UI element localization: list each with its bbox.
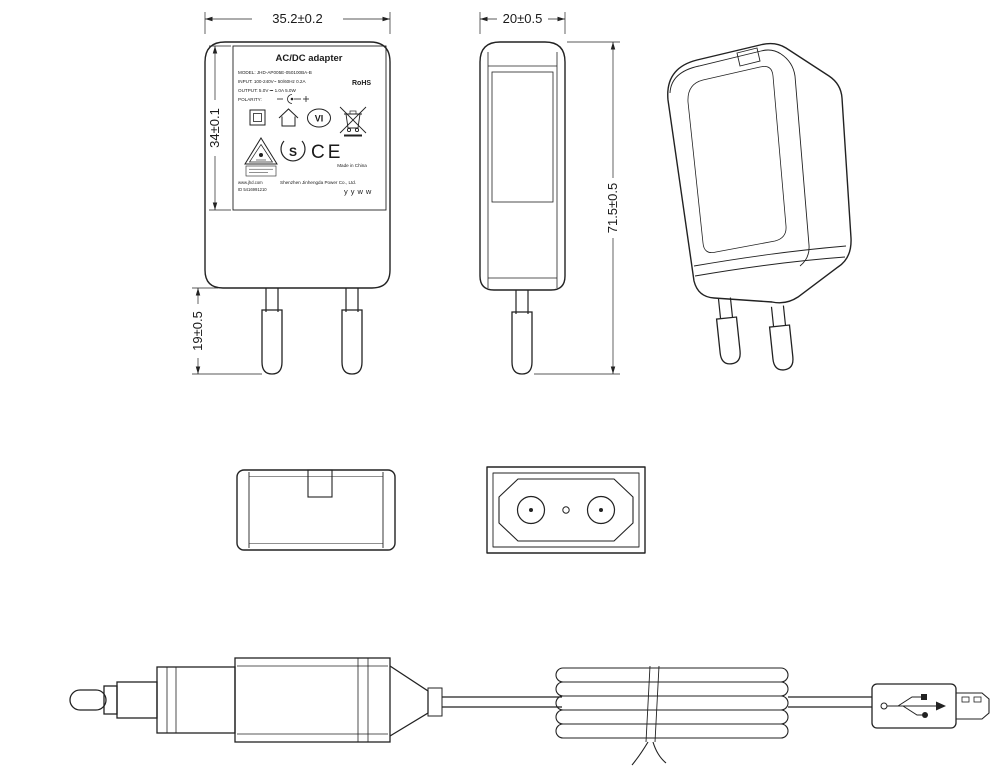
usb-overmold bbox=[871, 683, 957, 729]
top-view-outline bbox=[236, 469, 396, 551]
plug-ribbed-section bbox=[156, 666, 236, 734]
bottom-view bbox=[486, 466, 646, 554]
cable-tie bbox=[631, 665, 667, 766]
dim-side-width-text: 20±0.5 bbox=[503, 11, 543, 26]
body-taper bbox=[389, 665, 429, 737]
front-pin-left bbox=[261, 288, 283, 375]
dim-label-height: 34±0.1 bbox=[207, 45, 231, 211]
perspective-pin-left bbox=[715, 297, 741, 365]
perspective-pin-right bbox=[768, 305, 794, 371]
label-rohs: RoHS bbox=[352, 80, 371, 87]
front-label-content: AC/DC adapter MODEL: JHD-AP005E-050100BA… bbox=[238, 53, 374, 196]
cable-assembly bbox=[69, 657, 990, 766]
top-view bbox=[236, 469, 396, 551]
label-output: OUTPUT: 5.0V ⎓ 1.0A 5.0W bbox=[238, 88, 296, 93]
side-pin bbox=[511, 290, 533, 375]
efficiency-vi-text: VI bbox=[315, 114, 324, 124]
label-model: MODEL: JHD-AP005E-050100BA-B bbox=[238, 70, 312, 75]
label-input: INPUT: 100-240V~ 50/60Hz 0.2A bbox=[238, 79, 306, 84]
cable-coil bbox=[555, 667, 789, 739]
front-pin-right bbox=[341, 288, 363, 375]
label-polarity: POLARITY: bbox=[238, 97, 262, 102]
plug-center-hole bbox=[562, 506, 570, 514]
cert-number-box bbox=[245, 165, 277, 177]
perspective-view bbox=[667, 42, 852, 371]
perspective-top-notch bbox=[736, 47, 761, 67]
ce-mark-text: CE bbox=[311, 142, 343, 163]
dim-overall-height-text: 71.5±0.5 bbox=[605, 183, 620, 234]
side-view bbox=[479, 41, 566, 375]
label-made-in: Made in China bbox=[337, 163, 367, 168]
side-body-outline bbox=[479, 41, 566, 291]
dim-pin-length-text: 19±0.5 bbox=[190, 311, 205, 351]
label-id-code: ID 5416991210 bbox=[238, 187, 267, 192]
efficiency-vi-icon: VI bbox=[307, 108, 331, 128]
strain-relief bbox=[427, 687, 443, 717]
front-label-outline bbox=[232, 45, 387, 211]
label-date-code: yyww bbox=[344, 187, 374, 196]
dc-plug bbox=[69, 681, 158, 719]
usb-connector bbox=[871, 683, 990, 729]
plug-recess-outline bbox=[498, 478, 634, 542]
dim-overall-height: 71.5±0.5 bbox=[534, 41, 620, 375]
usb-metal-tip bbox=[956, 692, 990, 720]
gs-s-mark-icon: S bbox=[280, 140, 306, 162]
dim-front-width-text: 35.2±0.2 bbox=[272, 11, 323, 26]
dim-pin-length: 19±0.5 bbox=[190, 287, 262, 375]
label-company: Shenzhen Jinhengda Power Co., Ltd. bbox=[280, 180, 356, 185]
tuv-triangle-icon bbox=[244, 137, 278, 165]
perspective-front-panel bbox=[687, 66, 787, 253]
front-view bbox=[204, 41, 391, 375]
cable bbox=[442, 665, 872, 766]
adapter-body-side bbox=[234, 657, 443, 743]
class-ii-double-square-icon bbox=[249, 109, 266, 126]
label-website: www.jhd.com bbox=[238, 180, 263, 185]
weee-crossed-bin-icon bbox=[339, 106, 367, 137]
plug-pin-hole-right bbox=[586, 495, 616, 525]
indoor-use-house-icon bbox=[278, 108, 299, 127]
label-title: AC/DC adapter bbox=[275, 53, 342, 64]
gs-s-text: S bbox=[289, 145, 297, 159]
bottom-view-outline bbox=[486, 466, 646, 554]
top-view-notch bbox=[307, 469, 333, 498]
front-body-outline bbox=[204, 41, 391, 289]
dim-label-height-text: 34±0.1 bbox=[207, 108, 222, 148]
perspective-silhouette bbox=[667, 42, 852, 304]
plug-pin-hole-left bbox=[516, 495, 546, 525]
dim-front-width: 35.2±0.2 bbox=[204, 11, 391, 34]
polarity-icon bbox=[277, 94, 309, 104]
usb-trident-icon bbox=[880, 694, 946, 718]
dim-side-width: 20±0.5 bbox=[479, 11, 566, 34]
